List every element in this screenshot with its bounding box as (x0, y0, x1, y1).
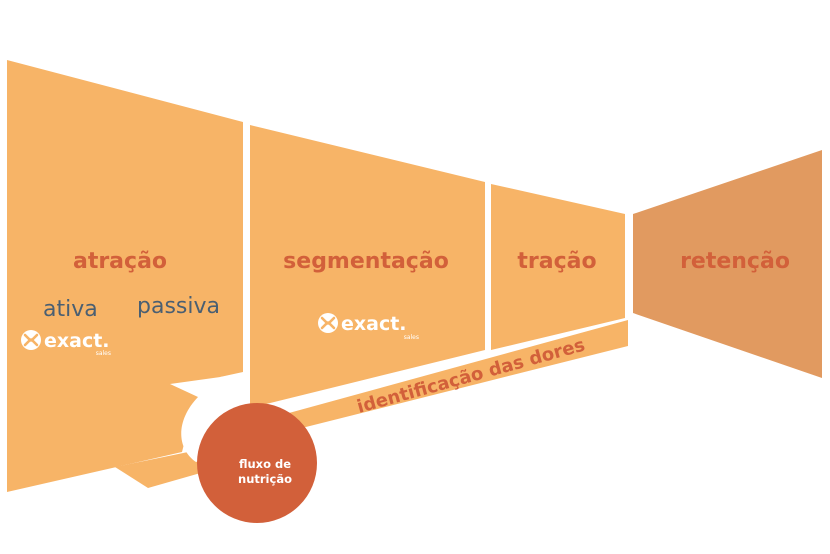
brand-name: exact. (341, 313, 407, 335)
brand-tagline: sales (404, 334, 419, 341)
exact-sales-logo-icon (316, 311, 340, 335)
nurture-label-line1: fluxo de (239, 457, 291, 471)
brand-name: exact. (44, 330, 110, 352)
segmentation-title: segmentação (283, 249, 449, 274)
active-label: ativa (43, 297, 98, 322)
exact-sales-logo-icon (19, 328, 43, 352)
segmentation-panel (250, 125, 485, 408)
pain-identification-band (278, 320, 628, 434)
attraction-title: atração (73, 249, 167, 274)
nurture-label-line2: nutrição (238, 472, 292, 486)
passive-label: passiva (137, 294, 220, 319)
curved-arrow-icon (170, 374, 242, 462)
traction-title: tração (517, 249, 596, 274)
brand-tagline: sales (96, 350, 111, 357)
retention-title: retenção (680, 249, 790, 274)
traction-panel (491, 184, 625, 350)
exact-sales-logo: exact. sales (316, 311, 419, 341)
exact-sales-logo: exact. sales (19, 328, 111, 357)
nurture-circle (197, 403, 317, 523)
retention-panel (633, 150, 822, 378)
